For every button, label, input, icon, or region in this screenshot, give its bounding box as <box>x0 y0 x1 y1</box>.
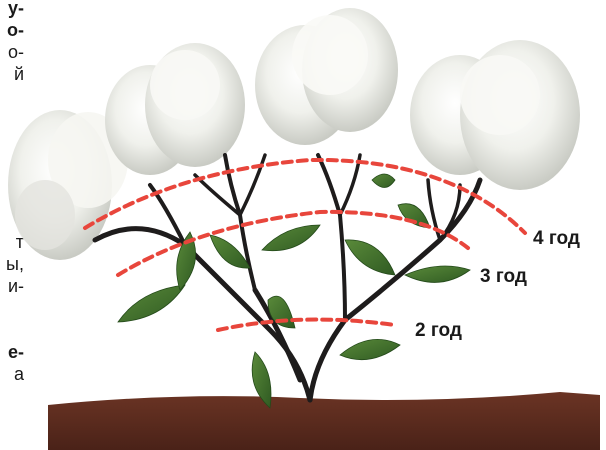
flower-head <box>410 40 580 190</box>
leaf <box>372 174 395 188</box>
leaf <box>118 285 185 322</box>
leaves <box>118 174 470 408</box>
label-year3: 3 год <box>480 266 527 288</box>
leaf <box>340 339 400 359</box>
leaf <box>262 225 320 251</box>
cut-line-year2 <box>218 320 395 330</box>
flower-head <box>255 8 398 145</box>
label-year2: 2 год <box>415 320 462 342</box>
leaf <box>345 240 395 275</box>
leaf <box>405 266 470 282</box>
label-year4: 4 год <box>533 228 580 250</box>
soil <box>48 392 600 450</box>
